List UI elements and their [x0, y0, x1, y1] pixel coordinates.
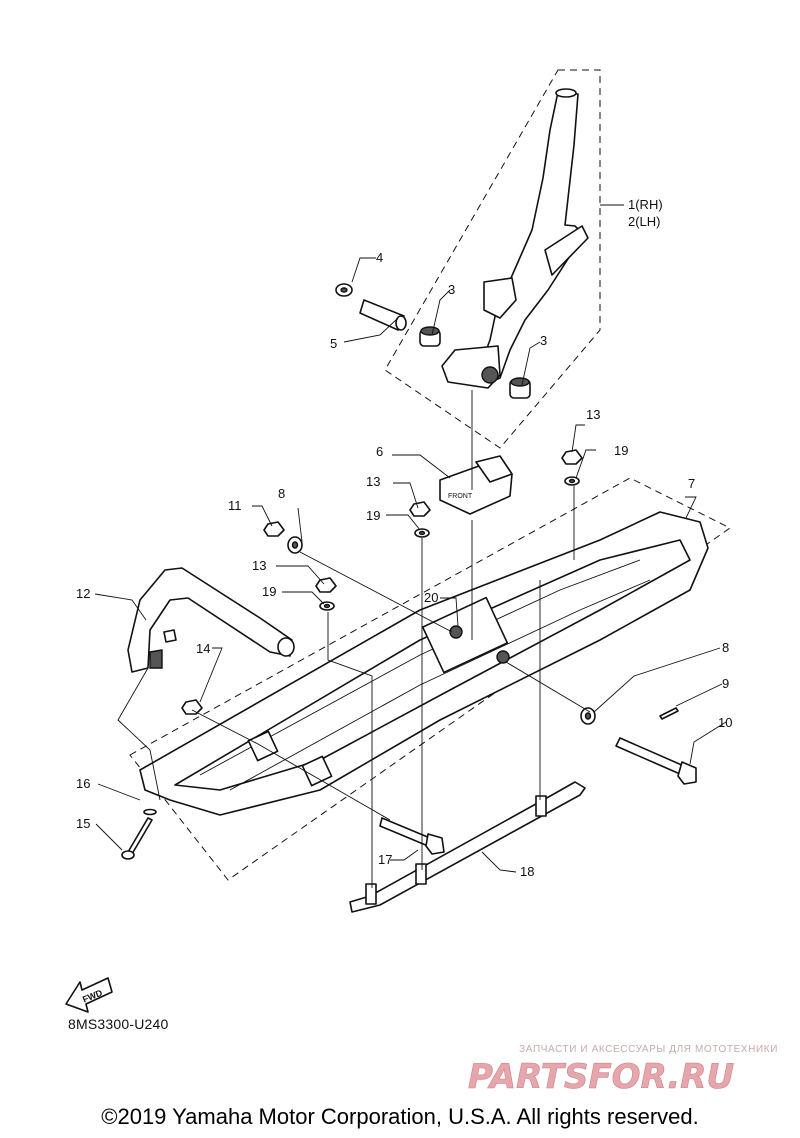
cotter-pin-9 — [659, 707, 679, 720]
callout-10: 10 — [718, 715, 732, 730]
washer-16 — [143, 808, 157, 816]
callout-6: 6 — [376, 444, 383, 459]
bolt-15 — [121, 817, 153, 860]
callout-15: 15 — [76, 816, 90, 831]
callout-19-left: 19 — [262, 584, 276, 599]
callout-18: 18 — [520, 864, 534, 879]
damper-block-6: FRONT — [439, 455, 513, 515]
callout-3-lower: 3 — [540, 333, 547, 348]
callout-12: 12 — [76, 586, 90, 601]
ski-spindle — [441, 88, 589, 389]
nut-13-left — [315, 577, 337, 593]
callout-17: 17 — [378, 852, 392, 867]
collar-5 — [359, 299, 407, 331]
diagram-code: 8MS3300-U240 — [68, 1016, 169, 1032]
callout-11: 11 — [228, 498, 242, 513]
bolt-17 — [379, 817, 445, 855]
callout-7: 7 — [688, 476, 695, 491]
callout-19-mid: 19 — [366, 508, 380, 523]
ring-4 — [335, 283, 353, 297]
callout-3-upper: 3 — [448, 282, 455, 297]
callout-8-right: 8 — [722, 640, 729, 655]
bushing-3-lower — [509, 377, 531, 399]
callout-16: 16 — [76, 776, 90, 791]
ski-group-outline — [129, 477, 731, 881]
nut-13-right — [561, 449, 583, 465]
callout-labels: 1(RH) 2(LH) 3 3 4 5 6 7 8 8 9 10 11 12 1… — [76, 197, 732, 879]
callout-4: 4 — [376, 250, 383, 265]
ski-handle-12 — [127, 567, 295, 673]
front-stamp: FRONT — [448, 493, 473, 500]
nut-11 — [263, 521, 285, 537]
leader-lines — [94, 204, 727, 873]
watermark-tagline: ЗАПЧАСТИ И АКСЕССУАРЫ ДЛЯ МОТОТЕХНИКИ — [519, 1044, 778, 1055]
washer-19-right — [564, 476, 580, 486]
callout-2: 2(LH) — [628, 214, 661, 229]
callout-13-left: 13 — [252, 558, 266, 573]
center-lines — [117, 390, 591, 888]
bushing-3-upper — [419, 326, 441, 347]
washer-8-right — [580, 707, 596, 725]
callout-8-upper: 8 — [278, 486, 285, 501]
spindle-group-outline — [384, 69, 601, 449]
copyright-notice: ©2019 Yamaha Motor Corporation, U.S.A. A… — [101, 1104, 699, 1129]
ski-7 — [139, 511, 709, 816]
runner-18 — [349, 781, 586, 913]
callout-19-right: 19 — [614, 443, 628, 458]
watermark-logo: PARTSFOR.RU — [468, 1057, 734, 1098]
callout-1: 1(RH) — [628, 197, 663, 212]
callout-13-right: 13 — [586, 407, 600, 422]
callout-9: 9 — [722, 676, 729, 691]
bolt-10 — [615, 737, 697, 785]
callout-5: 5 — [330, 336, 337, 351]
watermark-logo-text: PARTSFOR.RU — [468, 1057, 734, 1097]
washer-19-mid — [414, 528, 430, 538]
nut-14 — [181, 699, 203, 715]
callout-20: 20 — [424, 590, 438, 605]
washer-19-left — [319, 601, 335, 611]
washer-8-upper — [287, 536, 303, 554]
fwd-arrow-icon: FWD — [65, 977, 113, 1013]
callout-14: 14 — [196, 641, 210, 656]
callout-13-mid: 13 — [366, 474, 380, 489]
nut-13-mid — [409, 501, 431, 517]
